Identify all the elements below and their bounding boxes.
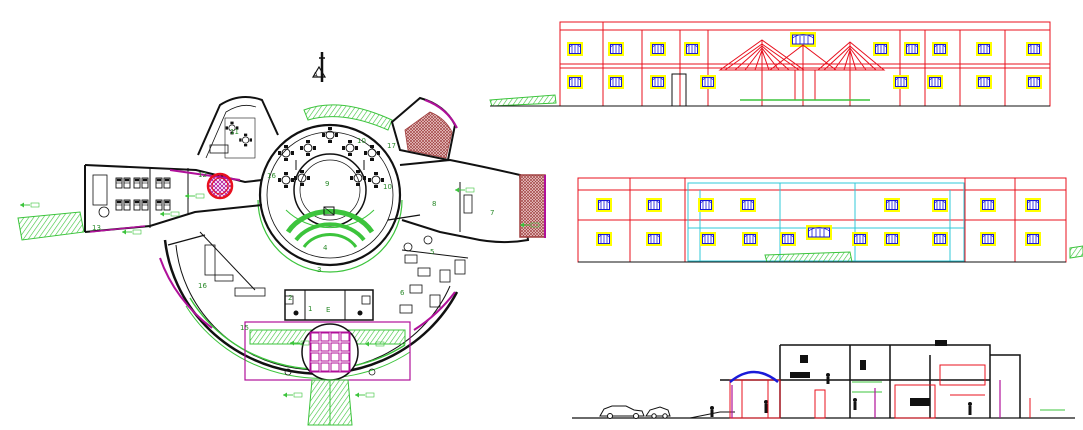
room-label: 13 xyxy=(92,224,101,232)
south-west-rooms xyxy=(167,231,266,297)
room-label: 10 xyxy=(383,183,392,191)
window-row xyxy=(595,197,1042,247)
level-markers xyxy=(19,187,540,398)
window-row xyxy=(566,31,1043,90)
central-atrium xyxy=(257,123,403,273)
room-label: 5 xyxy=(430,248,434,256)
car-icon xyxy=(599,405,671,419)
north-east-wing xyxy=(390,96,458,162)
east-wing xyxy=(399,158,546,244)
south-east-rooms xyxy=(387,214,469,314)
room-label: 17 xyxy=(387,142,396,150)
round-pool-feature xyxy=(206,172,234,200)
room-label: 10 xyxy=(357,137,366,145)
side-elevation xyxy=(577,177,1083,263)
north-arrow-label: A xyxy=(313,71,318,79)
room-label: 11 xyxy=(230,128,239,136)
room-label: 2 xyxy=(288,294,292,302)
entrance-canopy xyxy=(718,39,886,106)
entrance-plaza xyxy=(244,321,411,426)
room-label: E xyxy=(326,306,330,314)
west-ramp xyxy=(17,211,85,241)
room-label: 9 xyxy=(325,180,329,188)
room-label: 6 xyxy=(400,289,405,297)
room-label: 1 xyxy=(308,305,312,313)
floor-plan: A xyxy=(17,52,546,426)
room-label: 12 xyxy=(198,171,207,179)
room-label: 4 xyxy=(323,244,328,252)
room-label: 8 xyxy=(432,200,436,208)
room-label: 16 xyxy=(198,282,207,290)
room-label: 16 xyxy=(267,172,276,180)
room-label: 15 xyxy=(240,324,249,332)
room-label: 3 xyxy=(317,266,321,274)
north-west-wing xyxy=(197,95,279,159)
room-labels: 1 2 3 4 5 6 7 8 9 10 10 11 12 13 15 16 1… xyxy=(92,128,494,332)
room-label: 7 xyxy=(490,209,494,217)
front-elevation xyxy=(489,21,1051,107)
tree-icon xyxy=(284,368,376,376)
north-arrow-icon: A xyxy=(311,52,327,82)
entrance-block xyxy=(284,289,374,321)
west-wing xyxy=(84,164,263,233)
amphitheater-seating xyxy=(285,206,375,248)
roof-terrace-band xyxy=(303,104,393,131)
west-wing-beds xyxy=(115,177,171,211)
building-section xyxy=(572,340,1075,419)
